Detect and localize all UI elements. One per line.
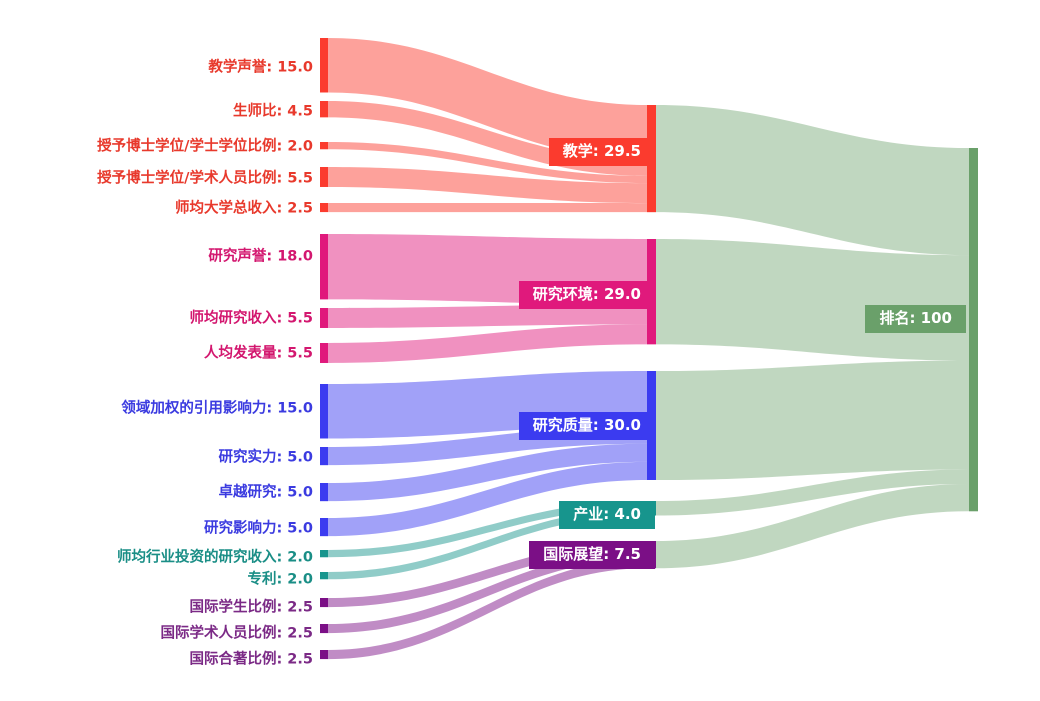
node-bar-teaching_rep[interactable] (320, 38, 328, 93)
node-bar-research_income[interactable] (320, 308, 328, 328)
node-bar-doc_staff[interactable] (320, 167, 328, 187)
node-bar-doc_bach[interactable] (320, 142, 328, 150)
node-label-intl-outlook: 国际展望: 7.5 (529, 541, 655, 569)
node-label-research-quality: 研究质量: 30.0 (518, 412, 655, 440)
node-bar-research_excel[interactable] (320, 483, 328, 502)
link-patents-to-industry (328, 508, 647, 580)
node-label-industry: 产业: 4.0 (559, 501, 655, 529)
link-research_excel-to-research_quality (328, 443, 647, 502)
link-research_env-to-ranking (656, 239, 969, 361)
node-bar-ranking[interactable] (969, 148, 978, 512)
link-industry_income-to-industry (328, 501, 647, 558)
node-bar-fwci[interactable] (320, 384, 328, 439)
node-bar-publications[interactable] (320, 343, 328, 363)
node-label-research-env: 研究环境: 29.0 (518, 281, 655, 309)
link-research_influ-to-research_quality (328, 461, 647, 537)
node-bar-intl_students[interactable] (320, 598, 328, 608)
link-research_income-to-research_env (328, 304, 647, 328)
node-label-ranking: 排名: 100 (865, 305, 966, 333)
node-bar-student_staff[interactable] (320, 101, 328, 118)
link-intl_outlook-to-ranking (656, 484, 969, 569)
link-inst_income-to-teaching (328, 203, 647, 213)
link-industry-to-ranking (656, 469, 969, 516)
node-bar-inst_income[interactable] (320, 203, 328, 213)
node-bar-research_rep[interactable] (320, 234, 328, 300)
link-doc_bach-to-teaching (328, 142, 647, 184)
node-bar-research_influ[interactable] (320, 518, 328, 537)
link-teaching-to-ranking (656, 105, 969, 256)
link-publications-to-research_env (328, 324, 647, 363)
link-intl_copub-to-intl_outlook (328, 559, 647, 660)
node-bar-patents[interactable] (320, 572, 328, 580)
node-bar-research_strength[interactable] (320, 447, 328, 466)
link-layer (327, 38, 969, 660)
link-teaching_rep-to-teaching (328, 38, 647, 160)
link-doc_staff-to-teaching (328, 167, 647, 204)
node-label-teaching: 教学: 29.5 (548, 138, 655, 166)
node-bar-intl_staff[interactable] (320, 624, 328, 634)
link-intl_staff-to-intl_outlook (328, 550, 647, 634)
node-bar-intl_copub[interactable] (320, 650, 328, 660)
node-bar-industry_income[interactable] (320, 550, 328, 558)
link-intl_students-to-intl_outlook (328, 541, 647, 608)
link-research_quality-to-ranking (656, 360, 969, 480)
